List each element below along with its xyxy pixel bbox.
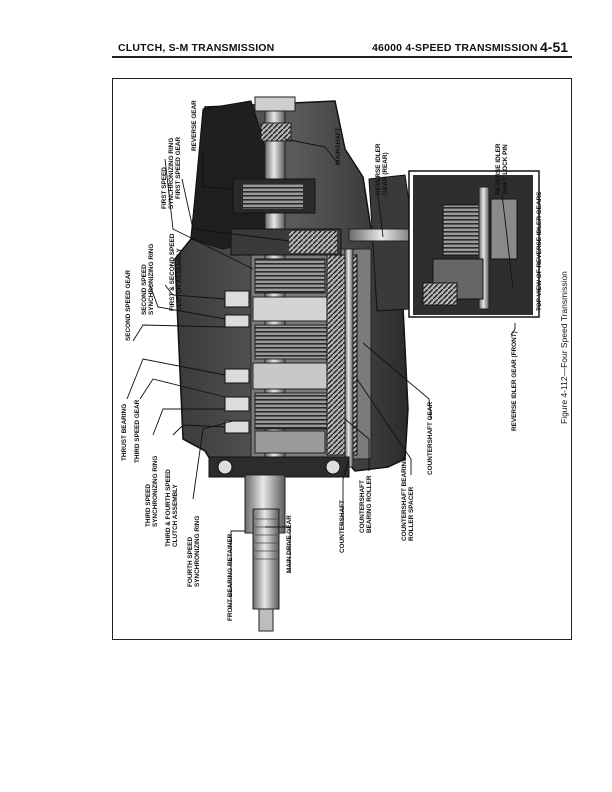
label-fourth-speed-synchronizing-ring: FOURTH SPEED SYNCHRONIZING RING — [187, 515, 202, 587]
label-reverse-gear: REVERSE GEAR — [191, 100, 198, 151]
header-chapter-title: 46000 4-SPEED TRANSMISSION — [372, 42, 538, 54]
label-second-speed-synchronizing-ring: SECOND SPEED SYNCHRONIZING RING — [141, 243, 156, 315]
label-front-bearing-retainer: FRONT BEARING RETAINER — [227, 533, 234, 621]
label-reverse-idler-gear-rear: REVERSE IDLER GEAR (REAR) — [375, 143, 390, 196]
pilot-tip — [258, 608, 274, 632]
countershaft — [344, 248, 354, 468]
figure-caption: Figure 4-112—Four Speed Transmission — [559, 271, 569, 424]
speedometer-gear — [260, 122, 292, 142]
label-first-speed-gear: FIRST SPEED GEAR — [175, 136, 182, 199]
label-third-speed-synchronizing-ring: THIRD SPEED SYNCHRONIZING RING — [145, 455, 160, 527]
bearing-ball-left — [217, 459, 233, 475]
label-third-fourth-speed-clutch: THIRD & FOURTH SPEED CLUTCH ASSEMBLY — [165, 469, 180, 547]
header-rule — [112, 56, 572, 58]
leader-lines — [126, 138, 516, 609]
transmission-illustration — [126, 96, 540, 632]
label-reverse-idler-gear-front: REVERSE IDLER GEAR (FRONT) — [511, 331, 518, 431]
label-mainshaft: MAINSHAFT — [335, 127, 342, 165]
header-section-title: CLUTCH, S-M TRANSMISSION — [118, 42, 275, 54]
page-number: 4-51 — [540, 39, 569, 55]
label-second-speed-gear: SECOND SPEED GEAR — [125, 269, 132, 341]
synchronizer-rings — [224, 290, 250, 434]
gear-cluster — [252, 258, 330, 454]
label-countershaft-gear: COUNTERSHAFT GEAR — [427, 401, 434, 475]
reverse-idler-housing — [368, 174, 414, 312]
label-first-second-speed-clutch: FIRST & SECOND SPEED CLUTCH ASSEMBLY — [169, 233, 184, 311]
label-countershaft-bearing-roller: COUNTERSHAFT BEARING ROLLER — [359, 475, 374, 533]
label-countershaft: COUNTERSHAFT — [339, 500, 346, 553]
label-third-speed-gear: THIRD SPEED GEAR — [134, 399, 141, 463]
label-thrust-bearing: THRUST BEARING — [121, 403, 128, 461]
first-speed-gear-teeth — [289, 231, 337, 253]
transmission-figure: REVERSE GEAR FIRST SPEED SYNCHRONIZING R… — [112, 78, 572, 640]
label-main-drive-gear: MAIN DRIVE GEAR — [286, 515, 293, 573]
reverse-gear-teeth — [243, 183, 303, 209]
input-splines — [255, 518, 277, 560]
bearing-ball-right — [325, 459, 341, 475]
label-top-view-reverse-idler: TOP VIEW OF REVERSE IDLER GEARS — [536, 191, 543, 311]
output-flange — [254, 96, 296, 112]
label-reverse-idler-shift-lock-pin: REVERSE IDLER SHIFT LOCK PIN — [495, 143, 510, 196]
label-first-speed-synchronizing-ring: FIRST SPEED SYNCHRONIZING RING — [161, 137, 176, 209]
label-countershaft-bearing-roller-spacer: COUNTERSHAFT BEARING ROLLER SPACER — [401, 456, 416, 541]
